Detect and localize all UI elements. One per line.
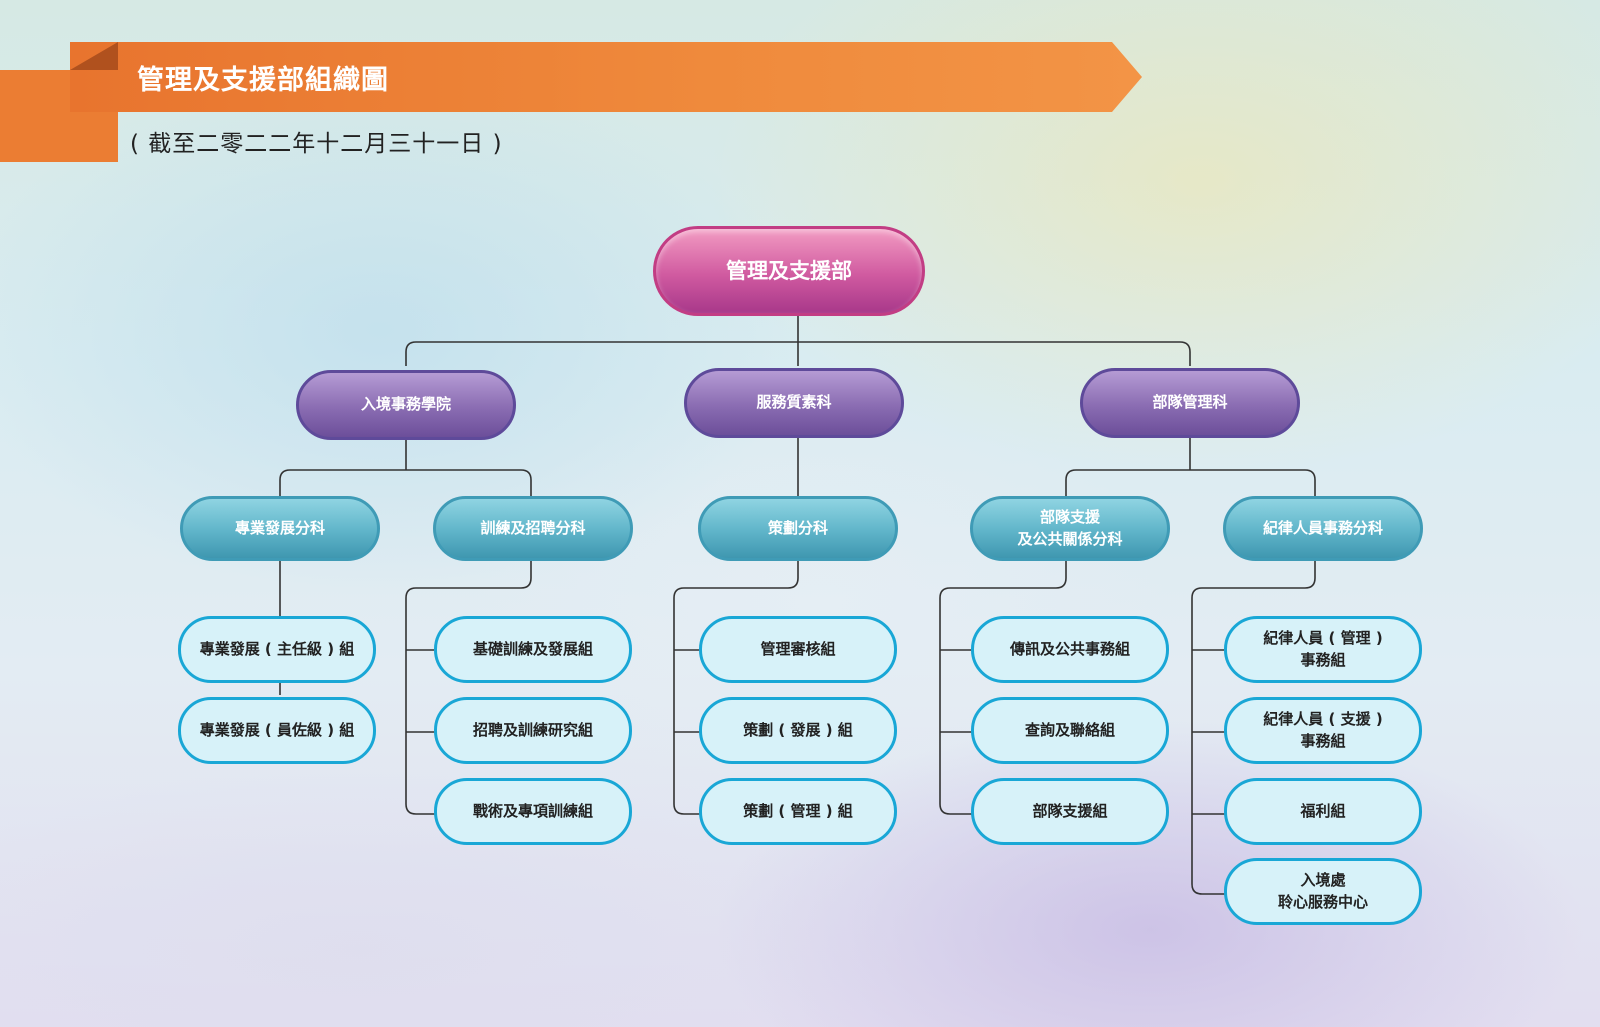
node-enquiry-liaison: 查詢及聯絡組 (971, 697, 1169, 764)
node-force-management: 部隊管理科 (1080, 368, 1300, 438)
node-disciplined-management: 紀律人員 ( 管理 ) 事務組 (1224, 616, 1422, 683)
node-service-quality: 服務質素科 (684, 368, 904, 438)
node-prof-dev-officer: 專業發展 ( 主任級 ) 組 (178, 616, 376, 683)
page-subtitle: ( 截至二零二二年十二月三十一日 ) (130, 131, 503, 157)
title-banner (70, 42, 1142, 112)
connector-academy (279, 440, 532, 496)
page-title: 管理及支援部組織圖 (137, 65, 389, 96)
connector-root (405, 316, 1191, 366)
node-planning: 策劃分科 (698, 496, 898, 561)
connector-training (405, 561, 532, 815)
node-training-recruitment: 訓練及招聘分科 (433, 496, 633, 561)
node-basic-training: 基礎訓練及發展組 (434, 616, 632, 683)
node-planning-management: 策劃 ( 管理 ) 組 (699, 778, 897, 845)
node-academy: 入境事務學院 (296, 370, 516, 440)
node-welfare: 福利組 (1224, 778, 1422, 845)
node-planning-development: 策劃 ( 發展 ) 組 (699, 697, 897, 764)
node-comms-public-affairs: 傳訊及公共事務組 (971, 616, 1169, 683)
node-management-support-dept: 管理及支援部 (653, 226, 925, 316)
node-force-support-pr: 部隊支援 及公共關係分科 (970, 496, 1170, 561)
node-prof-dev-rank-file: 專業發展 ( 員佐級 ) 組 (178, 697, 376, 764)
connector-force (1065, 438, 1316, 496)
node-professional-development: 專業發展分科 (180, 496, 380, 561)
connector-planning (673, 561, 799, 815)
node-force-support: 部隊支援組 (971, 778, 1169, 845)
banner-fold (70, 42, 118, 70)
node-disciplined-staff: 紀律人員事務分科 (1223, 496, 1423, 561)
node-disciplined-support: 紀律人員 ( 支援 ) 事務組 (1224, 697, 1422, 764)
node-listening-service-centre: 入境處 聆心服務中心 (1224, 858, 1422, 925)
connector-support (939, 561, 1067, 815)
connector-disciplined (1191, 561, 1316, 895)
node-tactical-training: 戰術及專項訓練組 (434, 778, 632, 845)
node-management-audit: 管理審核組 (699, 616, 897, 683)
node-recruitment-research: 招聘及訓練研究組 (434, 697, 632, 764)
